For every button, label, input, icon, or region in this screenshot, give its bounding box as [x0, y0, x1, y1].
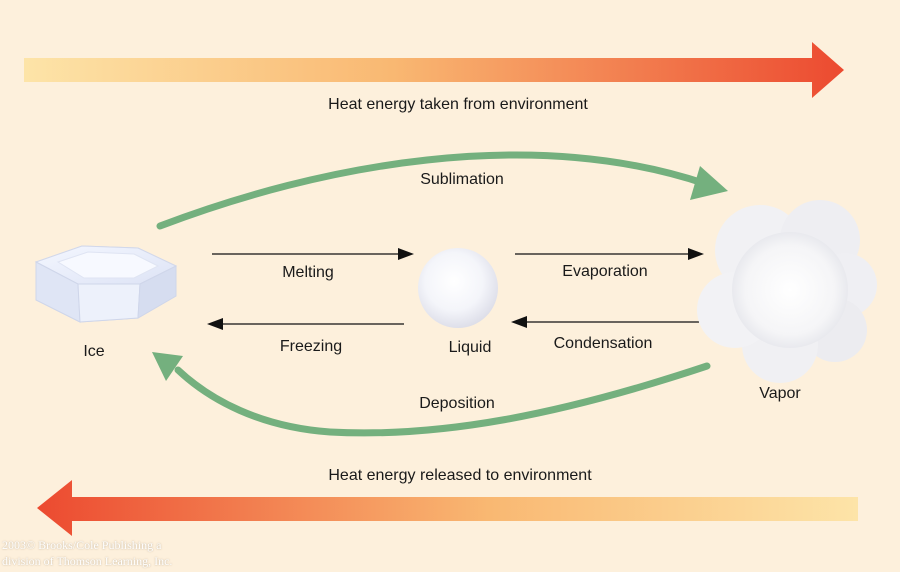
melting-label: Melting	[282, 264, 334, 281]
liquid-label: Liquid	[448, 339, 492, 356]
heat-taken-label: Heat energy taken from environment	[328, 96, 588, 113]
condensation-label: Condensation	[553, 335, 653, 352]
sublimation-arrowhead	[690, 166, 728, 200]
copyright-line-1: 2003© Brooks/Cole Publishing a	[2, 538, 162, 552]
heat-released-label: Heat energy released to environment	[328, 467, 592, 484]
vapor-cloud-icon	[697, 200, 877, 383]
copyright-watermark: 2003© Brooks/Cole Publishing a division …	[0, 537, 208, 572]
liquid-drop-icon	[418, 248, 498, 328]
ice-label: Ice	[83, 343, 105, 360]
deposition-arrowhead	[152, 352, 183, 381]
vapor-label: Vapor	[759, 385, 801, 402]
heat-released-arrow	[37, 480, 858, 536]
deposition-curve	[174, 362, 711, 437]
sublimation-curve	[156, 151, 710, 230]
evaporation-label: Evaporation	[562, 263, 648, 280]
heat-taken-arrow	[24, 42, 844, 98]
deposition-label: Deposition	[419, 395, 495, 412]
freezing-label: Freezing	[279, 338, 343, 355]
copyright-line-2: division of Thomson Learning, Inc.	[2, 554, 173, 568]
sublimation-label: Sublimation	[420, 171, 504, 188]
ice-crystal-icon	[34, 245, 178, 323]
